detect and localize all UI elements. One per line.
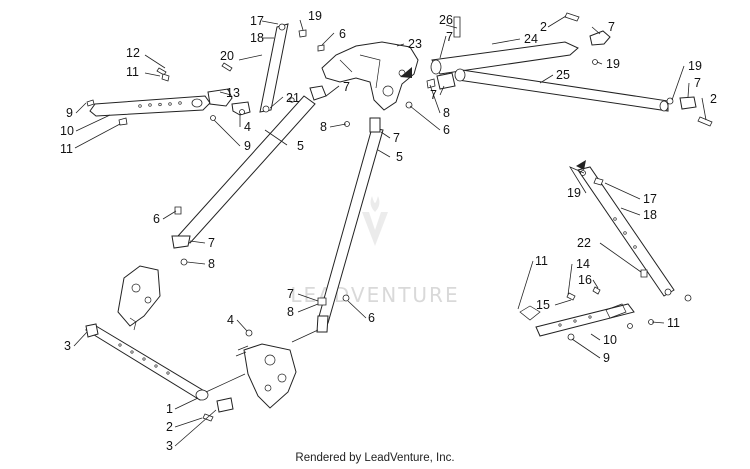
callout-8: 8 xyxy=(208,257,215,271)
callout-5: 5 xyxy=(297,139,304,153)
callout-21: 21 xyxy=(286,91,300,105)
callout-4: 4 xyxy=(244,120,251,134)
front-direction-arrow-right xyxy=(576,160,586,170)
callout-24: 24 xyxy=(524,32,538,46)
callout-23: 23 xyxy=(408,37,422,51)
callout-5: 5 xyxy=(396,150,403,164)
hardware-left xyxy=(86,62,245,126)
callout-9: 9 xyxy=(244,139,251,153)
callout-4: 4 xyxy=(227,313,234,327)
right-diagonal-link xyxy=(576,160,692,302)
callout-7: 7 xyxy=(393,131,400,145)
upper-vertical-link xyxy=(259,23,325,113)
callout-11: 11 xyxy=(126,65,139,79)
callout-20: 20 xyxy=(220,49,234,63)
callout-11: 11 xyxy=(535,254,548,268)
callout-19: 19 xyxy=(308,9,322,23)
upper-tube-24 xyxy=(430,41,579,75)
callout-19: 19 xyxy=(567,186,581,200)
watermark: LEADVENTURE xyxy=(290,196,459,307)
callout-6: 6 xyxy=(153,212,160,226)
center-bracket xyxy=(321,41,419,111)
callout-10: 10 xyxy=(60,124,74,138)
callout-19: 19 xyxy=(688,59,702,73)
callout-9: 9 xyxy=(66,106,73,120)
callout-7: 7 xyxy=(430,88,437,102)
leadventure-watermark-logo xyxy=(362,196,388,246)
callout-6: 6 xyxy=(339,27,346,41)
left-link-arm-upper xyxy=(89,95,211,117)
callout-13: 13 xyxy=(226,86,240,100)
callout-14: 14 xyxy=(576,257,590,271)
callout-6: 6 xyxy=(368,311,375,325)
callout-2: 2 xyxy=(166,420,173,434)
callout-7: 7 xyxy=(446,30,453,44)
callout-1: 1 xyxy=(166,402,173,416)
center-diagonal-strut xyxy=(316,117,384,333)
callout-3: 3 xyxy=(166,439,173,453)
callout-7: 7 xyxy=(208,236,215,250)
lower-tube-25 xyxy=(454,68,669,112)
callout-17: 17 xyxy=(643,192,657,206)
callout-17: 17 xyxy=(250,14,264,28)
tube-bushings xyxy=(426,12,713,127)
left-diagonal-strut xyxy=(171,85,350,266)
callout-6: 6 xyxy=(443,123,450,137)
callout-16: 16 xyxy=(578,273,592,287)
leader-lines xyxy=(73,15,707,447)
callout-7: 7 xyxy=(343,80,350,94)
callout-8: 8 xyxy=(320,120,327,134)
right-lower-link xyxy=(519,286,654,341)
callout-18: 18 xyxy=(250,31,264,45)
lower-left-mount-bracket xyxy=(117,265,161,331)
callout-10: 10 xyxy=(603,333,617,347)
callout-3: 3 xyxy=(64,339,71,353)
callout-7: 7 xyxy=(608,20,615,34)
callout-labels: 17 19 18 6 12 11 20 9 10 11 13 4 9 21 7 … xyxy=(60,9,717,453)
watermark-text: LEADVENTURE xyxy=(290,283,459,307)
callout-11: 11 xyxy=(667,316,680,330)
footer-credit: Rendered by LeadVenture, Inc. xyxy=(295,452,455,464)
callout-26: 26 xyxy=(439,13,453,27)
callout-18: 18 xyxy=(643,208,657,222)
parts-drawing xyxy=(84,12,713,422)
callout-19: 19 xyxy=(606,57,620,71)
bracket-13 xyxy=(207,88,251,116)
callout-8: 8 xyxy=(443,106,450,120)
callout-9: 9 xyxy=(603,351,610,365)
callout-15: 15 xyxy=(536,298,550,312)
callout-22: 22 xyxy=(577,236,591,250)
lower-center-mount-bracket xyxy=(235,329,319,409)
callout-7: 7 xyxy=(694,76,701,90)
callout-12: 12 xyxy=(126,46,140,60)
callout-7: 7 xyxy=(287,287,294,301)
callout-8: 8 xyxy=(287,305,294,319)
callout-11: 11 xyxy=(60,142,73,156)
callout-2: 2 xyxy=(540,20,547,34)
front-direction-arrow-upper xyxy=(400,67,412,78)
callout-2: 2 xyxy=(710,92,717,106)
callout-25: 25 xyxy=(556,68,570,82)
